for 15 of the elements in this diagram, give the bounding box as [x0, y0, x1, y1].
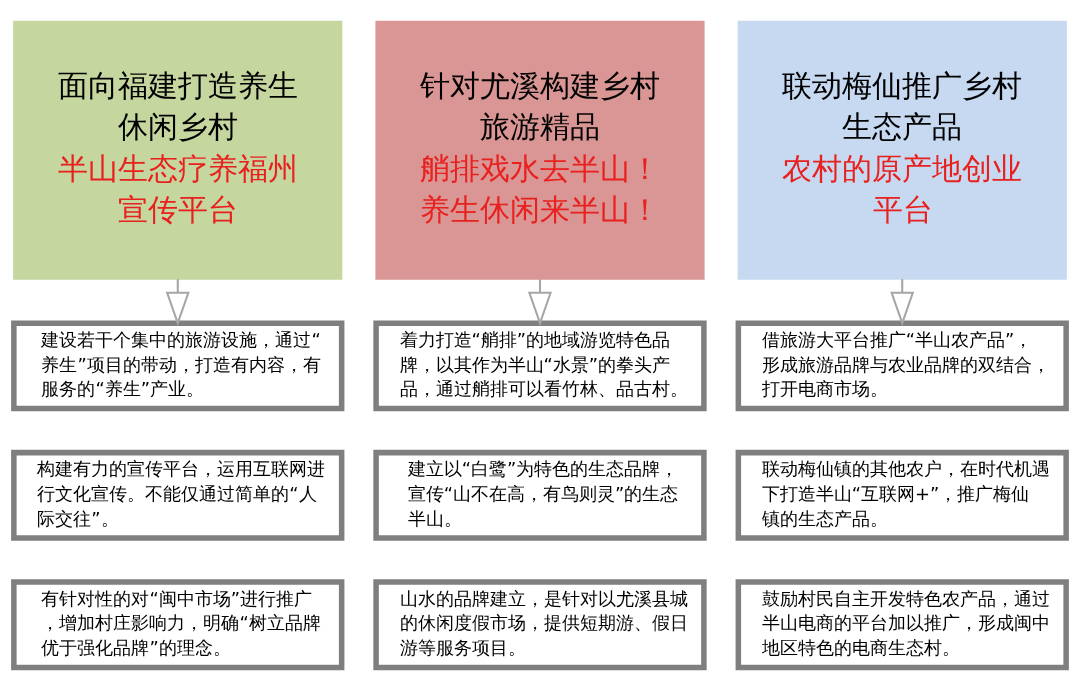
node-box: 山水的品牌建立，是针对以尤溪县城的休闲度假市场，提供短期游、假日游等服务项目。	[373, 578, 707, 670]
node-box: 面向福建打造养生休闲乡村 半山生态疗养福州宣传平台	[13, 20, 343, 280]
node-box: 联动梅仙推广乡村生态产品 农村的原产地创业平台	[737, 20, 1067, 280]
arrow	[527, 278, 553, 326]
node-box: 借旅游大平台推广“半山农产品”，形成旅游品牌与农业品牌的双结合，打开电商市场。	[735, 319, 1069, 411]
node-box: 鼓励村民自主开发特色农产品，通过半山电商的平台加以推广，形成闽中地区特色的电商生态村。	[735, 578, 1069, 670]
arrow	[165, 278, 190, 326]
node-box: 建立以“白鹭”为特色的生态品牌，宣传“山不在高，有鸟则灵”的生态半山。	[373, 449, 707, 541]
node-box: 针对尤溪构建乡村旅游精品 艄排戏水去半山！养生休闲来半山！	[375, 20, 705, 280]
node-box: 着力打造“艄排”的地域游览特色品牌，以其作为半山“水景”的拳头产品，通过艄排可以看竹林、品古村。	[373, 319, 707, 411]
node-box: 有针对性的对“闽中市场”进行推广，增加村庄影响力，明确“树立品牌优于强化品牌”的理念。	[11, 578, 345, 670]
node-box: 建设若干个集中的旅游设施，通过“养生”项目的带动，打造有内容，有服务的“养生”产业。	[11, 319, 345, 411]
node-box: 联动梅仙镇的其他农户，在时代机遇下打造半山“互联网+”，推广梅仙镇的生态产品。	[735, 449, 1069, 541]
node-box: 构建有力的宣传平台，运用互联网进行文化宣传。不能仅通过简单的“人际交往”。	[11, 449, 345, 541]
arrow	[890, 278, 915, 326]
